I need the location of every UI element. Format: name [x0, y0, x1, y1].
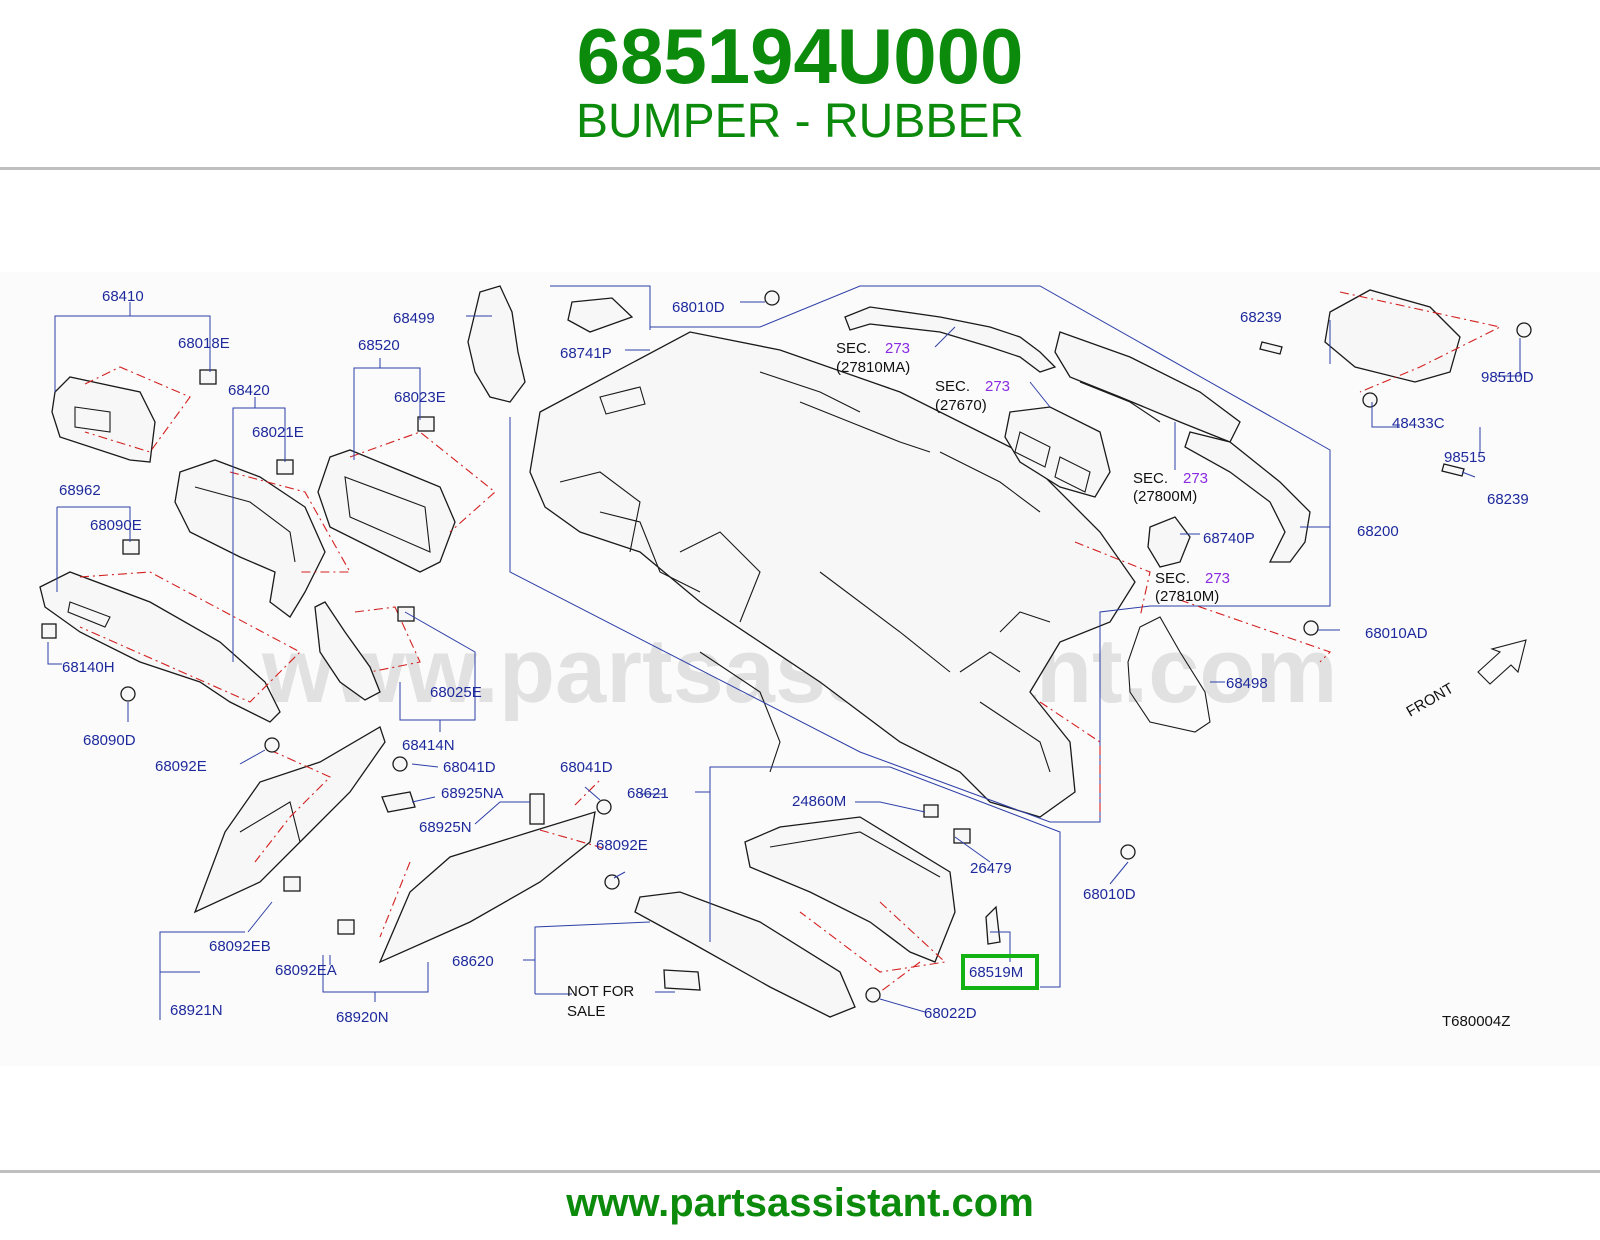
- label-68741P: 68741P: [560, 345, 612, 362]
- label-26479: 26479: [970, 860, 1012, 877]
- label-68239-top: 68239: [1240, 309, 1282, 326]
- assembly-lines: [79, 291, 1502, 993]
- label-98515: 98515: [1444, 449, 1486, 466]
- label-68092EA: 68092EA: [275, 962, 337, 979]
- label-68022D: 68022D: [924, 1005, 977, 1022]
- vent-box-drawing: [1004, 406, 1111, 498]
- front-indicator: FRONT: [1404, 639, 1527, 721]
- label-68010D-bottom: 68010D: [1083, 886, 1136, 903]
- airbag-module-drawing: [1324, 289, 1461, 383]
- sec-1-number: 273: [885, 340, 910, 357]
- sec-4-number: 273: [1205, 570, 1230, 587]
- label-68925NA: 68925NA: [441, 785, 504, 802]
- sec-2-ref: (27670): [935, 397, 987, 414]
- label-68090D: 68090D: [83, 732, 136, 749]
- sec-4-label: SEC.: [1155, 570, 1190, 587]
- sec-1-ref: (27810MA): [836, 359, 910, 376]
- lower-cover-left-drawing: [193, 726, 386, 914]
- label-68920N: 68920N: [336, 1009, 389, 1026]
- center-duct-drawing: [1054, 331, 1241, 443]
- label-24860M: 24860M: [792, 793, 846, 810]
- front-label: FRONT: [1404, 680, 1457, 721]
- label-68925N: 68925N: [419, 819, 472, 836]
- label-68621: 68621: [627, 785, 669, 802]
- vent-right-drawing: [1147, 516, 1191, 568]
- header: 685194U000 BUMPER - RUBBER: [0, 0, 1600, 168]
- label-68499: 68499: [393, 310, 435, 327]
- sec-2-label: SEC.: [935, 378, 970, 395]
- label-68090E: 68090E: [90, 517, 142, 534]
- label-68021E: 68021E: [252, 424, 304, 441]
- part-number-title: 685194U000: [576, 12, 1024, 100]
- sec-1-label: SEC.: [836, 340, 871, 357]
- label-68041D-center: 68041D: [560, 759, 613, 776]
- label-68620: 68620: [452, 953, 494, 970]
- front-arrow-icon: [1477, 639, 1527, 685]
- corner-finisher-drawing: [1127, 616, 1211, 733]
- label-68041D-left: 68041D: [443, 759, 496, 776]
- side-pad-drawing: [467, 285, 526, 403]
- sec-4-ref: (27810M): [1155, 588, 1219, 605]
- not-for-sale-line2: SALE: [567, 1003, 605, 1020]
- defroster-duct-drawing: [844, 306, 1057, 373]
- label-48433C: 48433C: [1392, 415, 1445, 432]
- part-labels: 68410 68018E 68420 68021E 68962 68090E 6…: [59, 288, 1534, 1026]
- diagram-svg: www.partsassistant.com: [39, 285, 1534, 1030]
- label-68018E: 68018E: [178, 335, 230, 352]
- meter-hood-drawing: [174, 459, 326, 618]
- label-68921N: 68921N: [170, 1002, 223, 1019]
- sec-3-ref: (27800M): [1133, 488, 1197, 505]
- label-68010AD: 68010AD: [1365, 625, 1428, 642]
- instrument-panel-drawing: [529, 331, 1136, 818]
- label-68010D-top: 68010D: [672, 299, 725, 316]
- label-68420: 68420: [228, 382, 270, 399]
- footer-url-link[interactable]: www.partsassistant.com: [566, 1181, 1034, 1225]
- label-68414N: 68414N: [402, 737, 455, 754]
- glove-box-drawing: [634, 816, 956, 1018]
- highlight-box: [961, 954, 1039, 990]
- side-bracket-drawing: [314, 601, 381, 701]
- sec-3-label: SEC.: [1133, 470, 1168, 487]
- label-68410: 68410: [102, 288, 144, 305]
- label-68023E: 68023E: [394, 389, 446, 406]
- part-name-subtitle: BUMPER - RUBBER: [575, 95, 1025, 148]
- parts-diagram: www.partsassistant.com: [0, 272, 1600, 1066]
- leader-lines: [47, 301, 1521, 1020]
- label-68140H: 68140H: [62, 659, 115, 676]
- label-68519M: 68519M: [969, 964, 1023, 981]
- side-duct-right-drawing: [1184, 431, 1311, 563]
- fasteners: [41, 290, 1532, 1003]
- lower-panel-left-drawing: [39, 571, 281, 723]
- section-references: SEC. 273 (27810MA) SEC. 273 (27670) SEC.…: [836, 340, 1230, 605]
- label-68239-bottom: 68239: [1487, 491, 1529, 508]
- label-68092E-left: 68092E: [155, 758, 207, 775]
- sec-2-number: 273: [985, 378, 1010, 395]
- label-68092E-center: 68092E: [596, 837, 648, 854]
- footer-divider: [0, 1170, 1600, 1173]
- label-68520: 68520: [358, 337, 400, 354]
- label-68962: 68962: [59, 482, 101, 499]
- lower-cover-center-drawing: [378, 811, 596, 964]
- header-divider: [0, 167, 1600, 170]
- label-68025E: 68025E: [430, 684, 482, 701]
- left-lid-drawing: [51, 376, 156, 463]
- cluster-lid-drawing: [317, 449, 456, 573]
- sec-3-number: 273: [1183, 470, 1208, 487]
- label-68740P: 68740P: [1203, 530, 1255, 547]
- label-68200: 68200: [1357, 523, 1399, 540]
- label-68498: 68498: [1226, 675, 1268, 692]
- label-68092EB: 68092EB: [209, 938, 271, 955]
- diagram-code: T680004Z: [1442, 1013, 1510, 1030]
- label-98510D: 98510D: [1481, 369, 1534, 386]
- not-for-sale-line1: NOT FOR: [567, 983, 634, 1000]
